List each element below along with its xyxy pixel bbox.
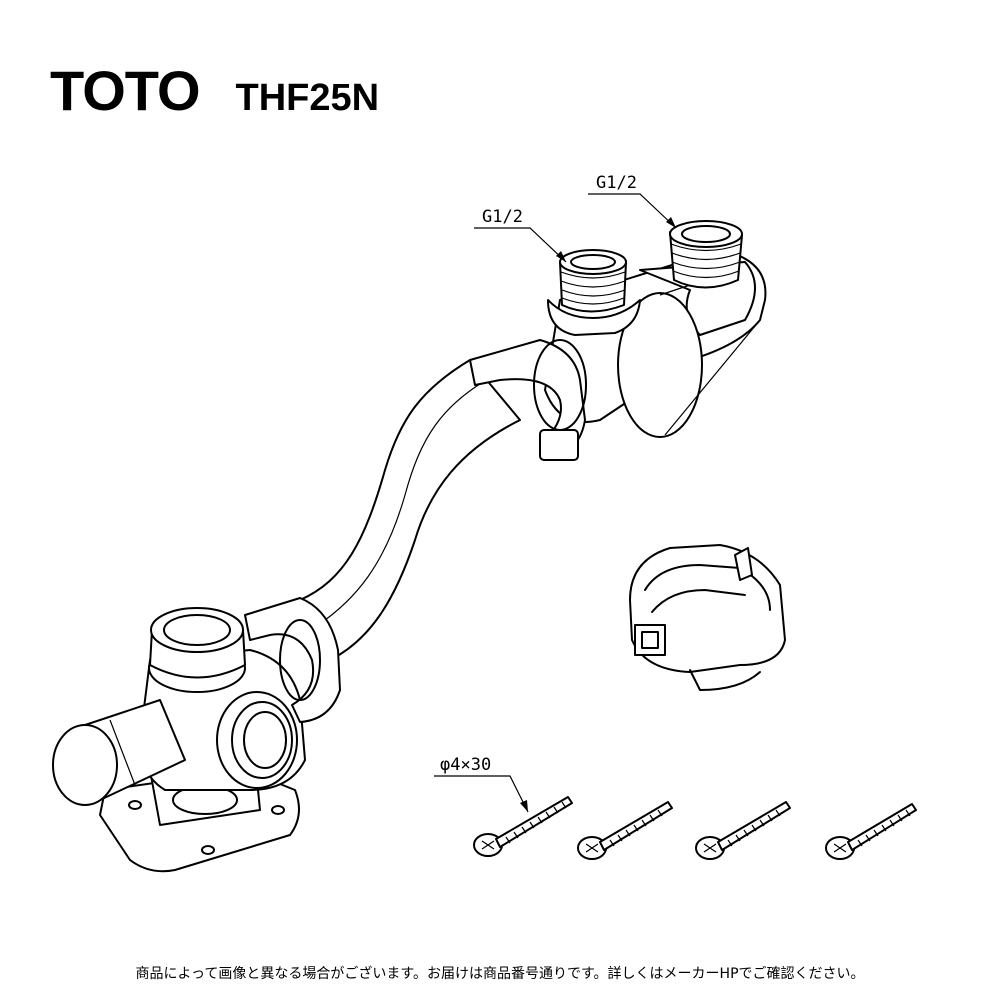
title-row: TOTO THF25N (50, 58, 379, 128)
thread-right-icon (669, 220, 743, 289)
thread-left-icon (547, 249, 641, 336)
callout-thread-right: G1/2 (588, 173, 677, 229)
screw-group (473, 796, 917, 860)
hose-clamp-icon (629, 544, 786, 691)
lower-valve-body (52, 597, 341, 873)
callout-screw-size-label: φ4×30 (440, 755, 491, 775)
disclaimer-text: 商品によって画像と異なる場合がございます。お届けは商品番号通りです。詳しくはメー… (135, 966, 865, 982)
flexible-hose (299, 359, 521, 661)
callout-screw-size: φ4×30 (434, 755, 529, 813)
wood-screw-icon (825, 803, 917, 860)
wood-screw-icon (577, 801, 673, 860)
callout-thread-right-label: G1/2 (596, 173, 637, 193)
wood-screw-icon (695, 801, 791, 860)
callout-thread-left: G1/2 (474, 207, 567, 263)
wood-screw-icon (473, 796, 573, 857)
callout-thread-left-label: G1/2 (482, 207, 523, 227)
pipe-assembly-icon (52, 220, 767, 873)
upper-manifold (469, 220, 767, 461)
model-number: THF25N (235, 77, 380, 119)
brand-name: TOTO (50, 59, 201, 122)
